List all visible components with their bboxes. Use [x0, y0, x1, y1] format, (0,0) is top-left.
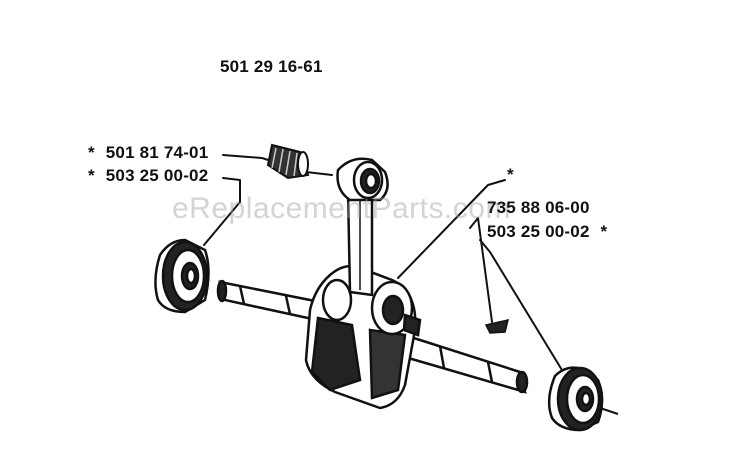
left-ball-bearing: [154, 238, 210, 314]
needle-bearing: [266, 143, 310, 180]
part-number: 503 25 00-02: [487, 222, 590, 241]
right-ball-bearing: [547, 366, 619, 432]
part-number: 501 81 74-01: [105, 143, 209, 162]
callout-left-bearing: * 503 25 00-02: [88, 166, 208, 186]
woodruff-key: [484, 318, 510, 334]
callout-crankshaft: *: [507, 165, 514, 185]
assembly-number: 501 29 16-61: [220, 57, 323, 76]
leader-right-bearing: [479, 239, 566, 376]
crankshaft: [216, 264, 529, 410]
callout-right-bearing: 503 25 00-02 *: [487, 222, 607, 242]
callout-needle-bearing: * 501 81 74-01: [88, 143, 208, 163]
leader-key: [469, 217, 493, 323]
callout-key: 735 88 06-00: [487, 198, 590, 218]
callout-marker: *: [600, 222, 608, 241]
connecting-rod: [336, 157, 389, 297]
part-number: 735 88 06-00: [487, 198, 590, 217]
leader-left-bearing: [203, 177, 241, 246]
leader-crankshaft: [397, 179, 506, 279]
callout-marker: *: [88, 166, 95, 185]
callout-marker: *: [507, 165, 514, 184]
part-number: 503 25 00-02: [105, 166, 209, 185]
callout-marker: *: [88, 143, 95, 162]
watermark: eReplacementParts.com: [172, 192, 511, 225]
